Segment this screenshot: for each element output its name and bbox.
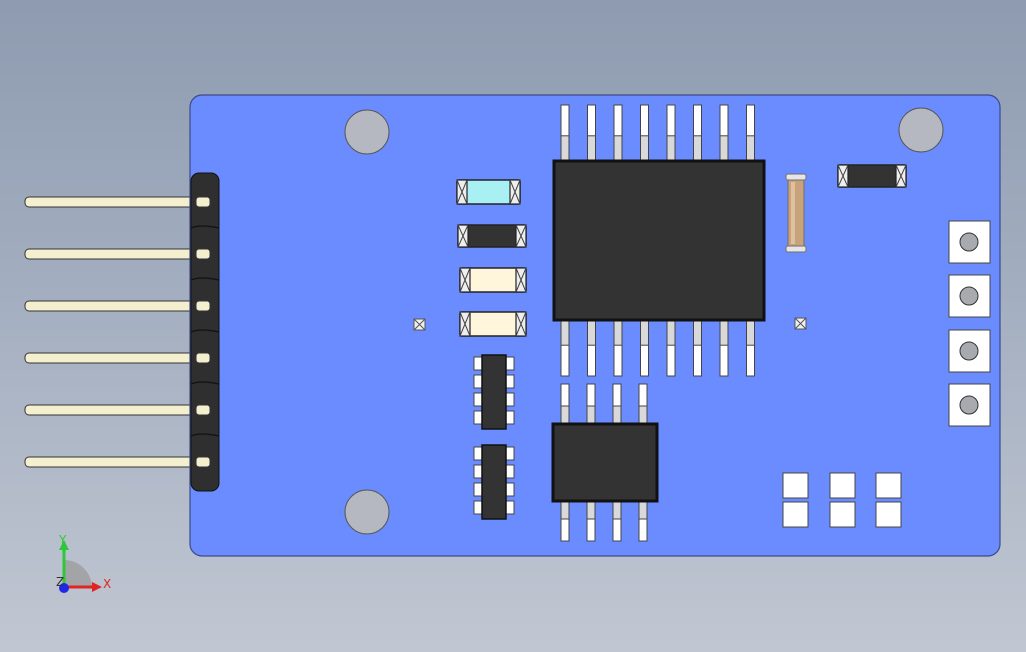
resistor-arrays — [473, 354, 515, 520]
header-pin — [24, 456, 212, 468]
test-point — [948, 220, 991, 264]
header-housing-body — [190, 172, 220, 492]
y-axis-label: Y — [58, 533, 67, 547]
smd-pad — [875, 472, 902, 499]
header-pin-tip — [195, 196, 211, 208]
smd-pad — [782, 501, 809, 528]
header-pin — [24, 352, 212, 364]
x-axis-label: X — [103, 577, 111, 591]
header-pins — [24, 196, 212, 468]
vias — [413, 317, 807, 331]
header-pin — [24, 300, 212, 312]
header-pin — [24, 404, 212, 416]
smd-pad — [829, 501, 856, 528]
via-left — [413, 318, 426, 331]
header-pin-tip — [195, 300, 211, 312]
ic-body — [551, 422, 659, 503]
led-smd — [456, 179, 521, 205]
pin-header-housing — [190, 172, 220, 492]
resistor-smd-1 — [459, 267, 527, 293]
y-axis-arrowhead — [59, 540, 69, 550]
mounting-hole-top-left — [344, 109, 390, 155]
z-axis-indicator — [59, 583, 69, 593]
crystal-oscillator — [785, 173, 807, 253]
resistor-array-bottom — [473, 444, 515, 520]
header-pin — [24, 196, 212, 208]
smd-pad — [782, 472, 809, 499]
mounting-hole-bottom-left — [344, 489, 390, 535]
resistor-smd-2 — [459, 311, 527, 337]
resistor-array-top — [473, 354, 515, 430]
header-pin-tip — [195, 352, 211, 364]
mounting-hole-top-right — [898, 107, 944, 153]
z-axis-label: Z — [56, 575, 64, 589]
header-pin-tip — [195, 248, 211, 260]
test-point — [948, 383, 991, 427]
via-right — [794, 317, 807, 330]
x-axis-arrowhead — [92, 582, 102, 592]
header-pin-tip — [195, 404, 211, 416]
smd-pad — [829, 472, 856, 499]
test-point — [948, 329, 991, 373]
ic-small-8pin — [551, 383, 659, 542]
header-pin-tip — [195, 456, 211, 468]
smd-pads — [782, 472, 902, 528]
diode-smd-left — [457, 224, 527, 248]
ic-large-16pin — [552, 104, 766, 377]
header-pin — [24, 248, 212, 260]
test-point — [948, 274, 991, 318]
smd-components — [456, 164, 907, 337]
axis-triad: Y Z X — [56, 533, 111, 593]
mounting-holes — [344, 107, 944, 535]
axis-plane-indicator — [64, 560, 92, 587]
smd-pad — [875, 501, 902, 528]
test-points — [948, 220, 991, 427]
diode-smd-right — [837, 164, 907, 188]
ic-body — [552, 159, 766, 322]
